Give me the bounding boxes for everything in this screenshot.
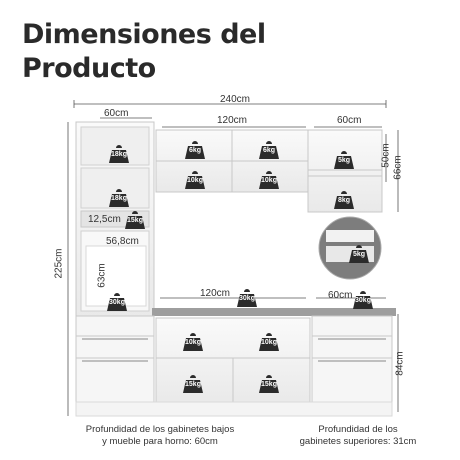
title-line-1: Dimensiones del: [22, 19, 266, 50]
caption-upper-line-2: gabinetes superiores: 31cm: [299, 436, 417, 447]
dim-upper-right-outer-height: 66cm: [392, 155, 404, 180]
weight-icon: 6kg: [258, 140, 280, 160]
dim-oven-width: 56,8cm: [106, 236, 139, 247]
dim-total-height: 225cm: [53, 248, 65, 279]
weight-label: 10kg: [261, 177, 277, 184]
caption-base-line-1: Profundidad de los gabinetes bajos: [85, 424, 235, 435]
weight-label: 18kg: [111, 151, 127, 158]
dim-niche-height: 12,5cm: [88, 214, 121, 225]
weight-icon: 18kg: [108, 188, 130, 208]
caption-upper-line-1: Profundidad de los: [318, 424, 398, 435]
weight-icon: 10kg: [184, 170, 206, 190]
weight-icon: 5kg: [333, 150, 355, 170]
weight-label: 5kg: [352, 251, 366, 258]
base-center-cabinet: [155, 317, 311, 405]
page-title: Dimensiones del Producto: [22, 18, 352, 86]
weight-icon: 18kg: [108, 144, 130, 164]
base-left-drawers: [75, 315, 155, 403]
weight-label: 8kg: [337, 197, 351, 204]
dim-upper-center-width: 120cm: [217, 115, 248, 126]
weight-label: 15kg: [261, 381, 277, 388]
weight-icon: 15kg: [182, 374, 204, 394]
weight-icon: 10kg: [258, 170, 280, 190]
weight-label: 10kg: [261, 339, 277, 346]
upper-center-cabinets: [155, 129, 309, 193]
title-line-2: Producto: [22, 53, 156, 84]
weight-label: 10kg: [185, 339, 201, 346]
weight-icon: 8kg: [333, 190, 355, 210]
dim-base-right-width: 60cm: [328, 290, 353, 301]
weight-label: 15kg: [185, 381, 201, 388]
dim-base-height: 84cm: [394, 351, 406, 376]
weight-label: 10kg: [187, 177, 203, 184]
weight-icon: 6kg: [184, 140, 206, 160]
dim-tv-width: 120cm: [200, 288, 231, 299]
weight-icon: 30kg: [236, 288, 258, 308]
caption-base-depth: Profundidad de los gabinetes bajos y mue…: [60, 424, 260, 448]
dim-oven-height: 63cm: [96, 263, 108, 288]
weight-label: 30kg: [239, 295, 255, 302]
weight-label: 6kg: [262, 147, 276, 154]
weight-icon: 5kg: [348, 244, 370, 264]
countertop: [152, 308, 396, 316]
dim-left-tower-width: 60cm: [104, 108, 129, 119]
weight-icon: 10kg: [258, 332, 280, 352]
weight-label: 30kg: [355, 297, 371, 304]
dim-total-width: 240cm: [220, 94, 251, 105]
weight-label: 5kg: [337, 157, 351, 164]
weight-icon: 30kg: [106, 292, 128, 312]
caption-base-line-2: y mueble para horno: 60cm: [102, 436, 218, 447]
weight-icon: 30kg: [352, 290, 374, 310]
weight-label: 30kg: [109, 299, 125, 306]
weight-label: 18kg: [111, 195, 127, 202]
weight-icon: 15kg: [258, 374, 280, 394]
dim-upper-right-width: 60cm: [337, 115, 362, 126]
weight-icon: 10kg: [182, 332, 204, 352]
caption-upper-depth: Profundidad de los gabinetes superiores:…: [276, 424, 440, 448]
weight-label: 15kg: [127, 217, 143, 224]
weight-icon: 15kg: [124, 210, 146, 230]
plinth: [75, 401, 393, 417]
base-right-drawers: [311, 315, 393, 403]
weight-label: 6kg: [188, 147, 202, 154]
dim-upper-right-height: 50cm: [380, 143, 392, 168]
